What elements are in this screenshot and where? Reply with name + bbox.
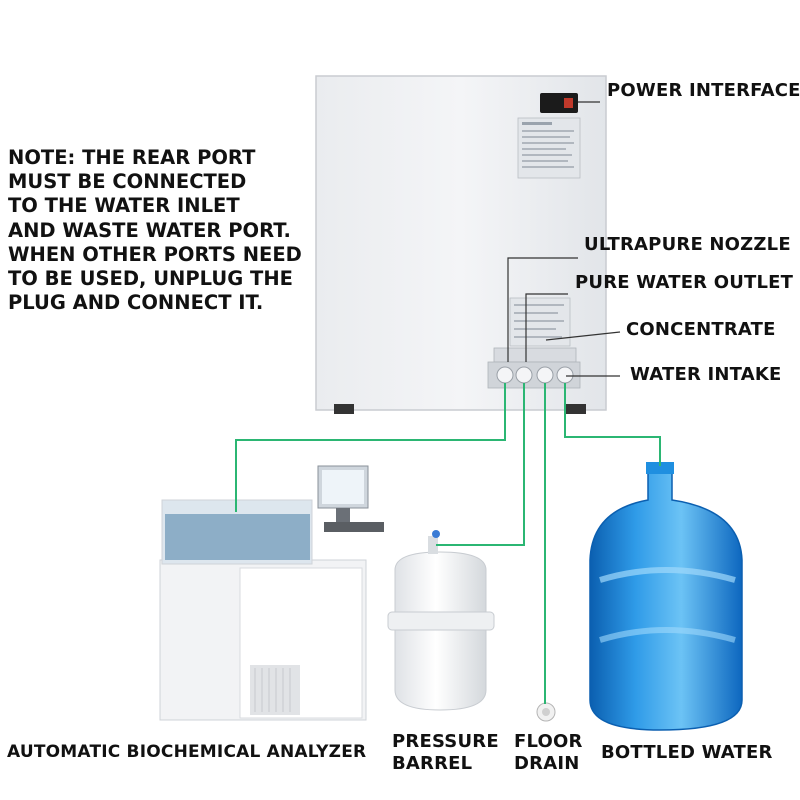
note-line: TO THE WATER INLET bbox=[8, 194, 240, 218]
floor-drain-image bbox=[536, 702, 556, 722]
floor-drain-label-line2: DRAIN bbox=[514, 753, 580, 774]
pressure-barrel-image bbox=[387, 530, 495, 711]
spec-label bbox=[517, 117, 581, 179]
water-intake-label: WATER INTAKE bbox=[630, 364, 782, 385]
analyzer-label: AUTOMATIC BIOCHEMICAL ANALYZER bbox=[7, 742, 367, 762]
connection-note: NOTE: THE REAR PORT MUST BE CONNECTED TO… bbox=[8, 146, 318, 315]
pipe-to-barrel bbox=[436, 383, 525, 546]
power-interface-label: POWER INTERFACE bbox=[607, 80, 800, 101]
connection-pipes bbox=[235, 383, 661, 704]
ultrapure-nozzle-label: ULTRAPURE NOZZLE bbox=[584, 234, 791, 255]
note-line: MUST BE CONNECTED bbox=[8, 170, 247, 194]
note-line: TO BE USED, UNPLUG THE bbox=[8, 267, 293, 291]
pipe-to-analyzer bbox=[235, 383, 506, 512]
biochemical-analyzer-image bbox=[159, 465, 384, 721]
note-line: AND WASTE WATER PORT. bbox=[8, 218, 291, 242]
callout-leaders bbox=[507, 101, 621, 377]
floor-drain-label-line1: FLOOR bbox=[514, 731, 583, 752]
note-line: PLUG AND CONNECT IT. bbox=[8, 291, 264, 315]
bottled-water-label: BOTTLED WATER bbox=[601, 742, 773, 763]
power-socket bbox=[540, 93, 578, 113]
pipe-to-bottle bbox=[564, 383, 661, 466]
pressure-barrel-label-line2: BARREL bbox=[392, 753, 473, 774]
note-line: WHEN OTHER PORTS NEED bbox=[8, 242, 302, 266]
water-purifier-unit bbox=[315, 75, 607, 414]
water-bottle-image bbox=[589, 462, 743, 731]
note-line: NOTE: THE REAR PORT bbox=[8, 146, 256, 169]
pressure-barrel-label-line1: PRESSURE bbox=[392, 731, 499, 752]
pure-water-outlet-label: PURE WATER OUTLET bbox=[575, 272, 794, 293]
concentrate-label: CONCENTRATE bbox=[626, 319, 776, 340]
port-strip bbox=[487, 347, 581, 389]
